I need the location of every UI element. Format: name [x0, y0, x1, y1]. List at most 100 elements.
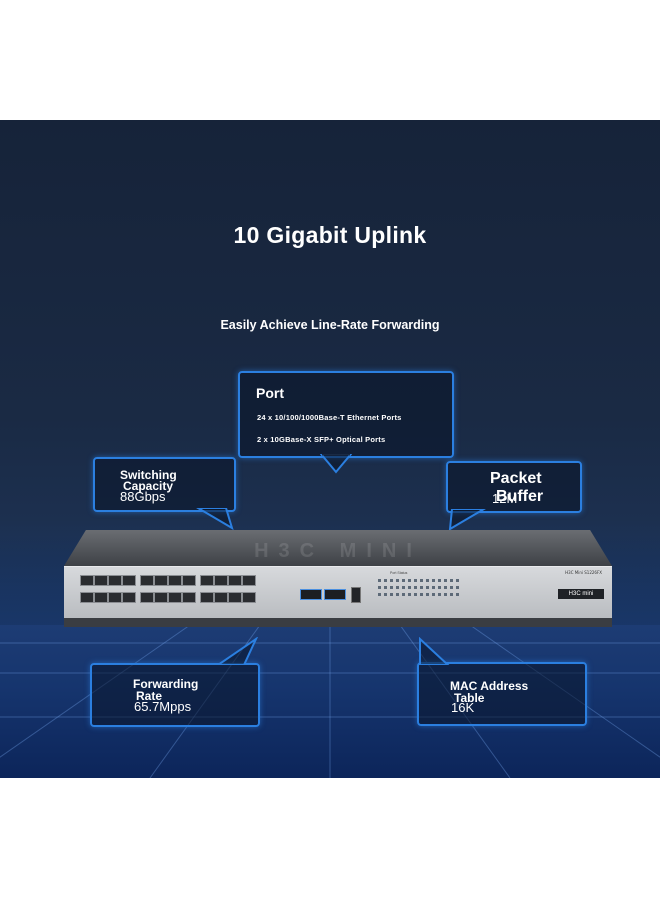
ethernet-port	[154, 575, 168, 586]
switch-brand-badge: H3C mini	[558, 589, 604, 599]
ethernet-port	[182, 592, 196, 603]
status-led	[408, 593, 411, 596]
status-led	[378, 586, 381, 589]
mac-address-value: 16K	[451, 700, 475, 715]
subheadline: Easily Achieve Line-Rate Forwarding	[220, 318, 440, 332]
ethernet-port	[140, 592, 154, 603]
status-led	[426, 593, 429, 596]
ethernet-port	[242, 575, 256, 586]
ethernet-port	[200, 592, 214, 603]
status-led	[432, 579, 435, 582]
status-led	[414, 586, 417, 589]
port-sfp-spec: 2 x 10GBase-X SFP+ Optical Ports	[257, 435, 386, 444]
status-led	[426, 586, 429, 589]
ethernet-port	[140, 575, 154, 586]
status-led	[378, 593, 381, 596]
status-led	[444, 586, 447, 589]
status-led	[390, 586, 393, 589]
ethernet-port	[94, 592, 108, 603]
headline: 10 Gigabit Uplink	[233, 222, 427, 248]
status-led	[456, 593, 459, 596]
switching-capacity-label-2: Capacity	[123, 479, 174, 493]
forwarding-rate-value: 65.7Mpps	[134, 699, 192, 714]
status-led	[444, 579, 447, 582]
mac-address-pointer	[419, 637, 450, 665]
status-led	[390, 579, 393, 582]
packet-buffer-value: 12M	[492, 491, 518, 506]
sfp-port	[300, 589, 322, 600]
port-status-label: Port Status	[390, 571, 408, 575]
status-led	[384, 586, 387, 589]
ethernet-port	[80, 592, 94, 603]
ethernet-port	[122, 575, 136, 586]
status-led	[408, 586, 411, 589]
ethernet-port	[228, 592, 242, 603]
status-led	[450, 586, 453, 589]
ethernet-port	[80, 575, 94, 586]
forwarding-rate-pointer	[216, 637, 258, 665]
packet-buffer-label-2: Buffer	[496, 488, 544, 505]
switch-front-panel: H3C Mini S1226FX H3C mini Port Status	[64, 566, 612, 619]
status-led	[396, 579, 399, 582]
console-port	[351, 587, 361, 603]
mac-address-table-callout: MAC Address Table 16K	[417, 662, 587, 726]
status-led	[432, 586, 435, 589]
status-led	[408, 579, 411, 582]
network-switch: H3C MINI H3C Mini S1226FX H3C mini Port …	[64, 530, 612, 627]
port-callout: Port 24 x 10/100/1000Base-T Ethernet Por…	[238, 371, 454, 458]
ethernet-port	[168, 592, 182, 603]
ethernet-port	[214, 592, 228, 603]
mac-address-label-2: Table	[454, 691, 485, 705]
status-led	[402, 579, 405, 582]
status-led	[378, 579, 381, 582]
switch-model-label: H3C Mini S1226FX	[565, 570, 602, 575]
mac-address-label-1: MAC Address	[450, 679, 529, 693]
status-led	[396, 593, 399, 596]
status-led	[384, 579, 387, 582]
status-led	[450, 593, 453, 596]
sfp-port	[324, 589, 346, 600]
status-led	[402, 593, 405, 596]
ethernet-port	[122, 592, 136, 603]
status-led	[450, 579, 453, 582]
packet-buffer-pointer	[448, 509, 486, 531]
status-led	[420, 579, 423, 582]
ethernet-port	[94, 575, 108, 586]
status-led	[456, 586, 459, 589]
status-led	[438, 586, 441, 589]
status-led	[420, 593, 423, 596]
switching-capacity-pointer	[196, 508, 234, 530]
ethernet-port	[168, 575, 182, 586]
switch-top-logo: H3C MINI	[254, 540, 422, 562]
ethernet-port	[154, 592, 168, 603]
status-led	[414, 593, 417, 596]
status-led	[390, 593, 393, 596]
status-led	[438, 579, 441, 582]
status-led	[396, 586, 399, 589]
ethernet-port	[200, 575, 214, 586]
status-led	[444, 593, 447, 596]
ethernet-port	[182, 575, 196, 586]
product-banner: 10 Gigabit Uplink Easily Achieve Line-Ra…	[0, 120, 660, 778]
packet-buffer-callout: Packet 12M Buffer	[446, 461, 582, 513]
status-led	[432, 593, 435, 596]
ethernet-port	[108, 575, 122, 586]
status-led	[426, 579, 429, 582]
switch-base	[64, 618, 612, 627]
ethernet-port	[242, 592, 256, 603]
ethernet-port	[108, 592, 122, 603]
forwarding-rate-label-1: Forwarding	[133, 677, 199, 691]
switching-capacity-value: 88Gbps	[120, 489, 166, 504]
switch-top-panel	[64, 530, 612, 566]
ethernet-port	[228, 575, 242, 586]
switching-capacity-label-1: Switching	[120, 468, 177, 482]
forwarding-rate-callout: Forwarding Rate 65.7Mpps	[90, 663, 260, 727]
status-led	[438, 593, 441, 596]
forwarding-rate-label-2: Rate	[136, 689, 163, 703]
port-title: Port	[256, 385, 284, 401]
status-led	[456, 579, 459, 582]
switching-capacity-callout: Switching Capacity 88Gbps	[93, 457, 236, 512]
packet-buffer-label-1: Packet	[490, 470, 542, 487]
port-ethernet-spec: 24 x 10/100/1000Base-T Ethernet Ports	[257, 413, 402, 422]
status-led	[384, 593, 387, 596]
